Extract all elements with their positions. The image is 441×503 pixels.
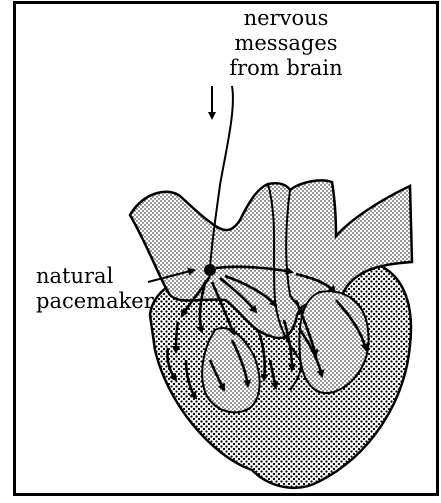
nervous-messages-line3: from brain — [206, 56, 366, 81]
natural-pacemaker-line1: natural — [36, 264, 154, 289]
nervous-messages-label: nervous messages from brain — [206, 6, 366, 81]
natural-pacemaker-line2: pacemaker — [36, 289, 154, 314]
pacemaker-node — [204, 264, 216, 276]
nervous-messages-line1: nervous — [206, 6, 366, 31]
nervous-messages-line2: messages — [206, 31, 366, 56]
natural-pacemaker-label: natural pacemaker — [36, 264, 154, 314]
